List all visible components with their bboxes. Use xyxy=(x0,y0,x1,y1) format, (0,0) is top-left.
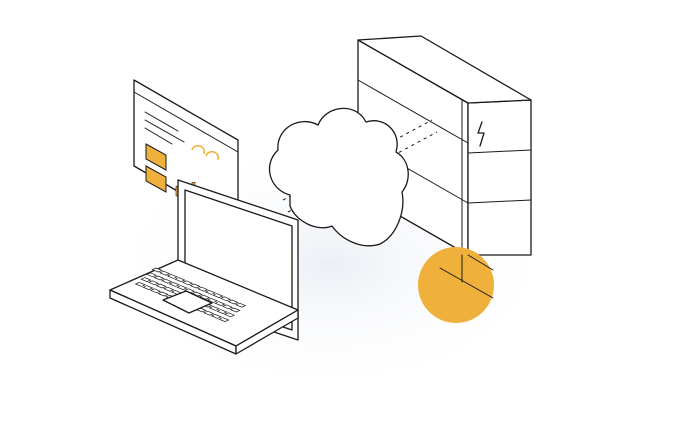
accent-circle xyxy=(418,247,494,323)
